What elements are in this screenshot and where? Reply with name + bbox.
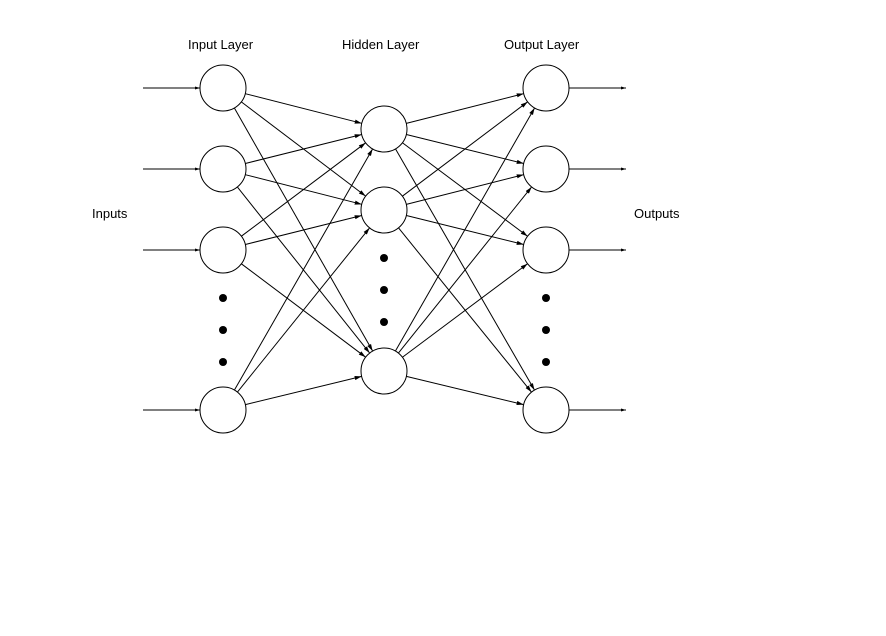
- hidden-ellipsis-dot: [380, 318, 388, 326]
- hidden-output-connection: [406, 93, 524, 124]
- input-hidden-connection: [245, 134, 362, 164]
- input-hidden-connection: [245, 93, 362, 124]
- input-hidden-connection: [245, 375, 362, 406]
- hidden-layer-label: Hidden Layer: [342, 37, 420, 52]
- hidden-node: [360, 186, 408, 234]
- output-ellipsis-dot: [542, 358, 550, 366]
- input-hidden-connection: [234, 148, 373, 391]
- inputs-label: Inputs: [92, 206, 128, 221]
- hidden-output-connection: [402, 263, 528, 358]
- input-layer-label: Input Layer: [188, 37, 254, 52]
- input-hidden-connection: [237, 227, 370, 393]
- output-ellipsis-dot: [542, 294, 550, 302]
- hidden-output-connection: [402, 101, 528, 197]
- input-ellipsis-dot: [219, 358, 227, 366]
- outputs-label: Outputs: [634, 206, 680, 221]
- output-layer-label: Output Layer: [504, 37, 580, 52]
- input-ellipsis-dot: [219, 326, 227, 334]
- hidden-output-connection: [394, 107, 536, 352]
- hidden-node: [360, 105, 408, 153]
- input-node: [199, 145, 247, 193]
- input-node: [199, 386, 247, 434]
- output-node: [522, 226, 570, 274]
- output-node: [522, 386, 570, 434]
- hidden-node: [360, 347, 408, 395]
- output-node: [522, 64, 570, 112]
- input-ellipsis-dot: [219, 294, 227, 302]
- input-node: [199, 64, 247, 112]
- hidden-ellipsis-dot: [380, 254, 388, 262]
- hidden-output-connection: [397, 186, 533, 354]
- hidden-output-connection: [406, 375, 524, 406]
- input-node: [199, 226, 247, 274]
- input-hidden-connection: [241, 142, 366, 237]
- output-node: [522, 145, 570, 193]
- hidden-ellipsis-dot: [380, 286, 388, 294]
- hidden-output-connection: [406, 174, 524, 205]
- input-hidden-connection: [245, 215, 362, 245]
- output-ellipsis-dot: [542, 326, 550, 334]
